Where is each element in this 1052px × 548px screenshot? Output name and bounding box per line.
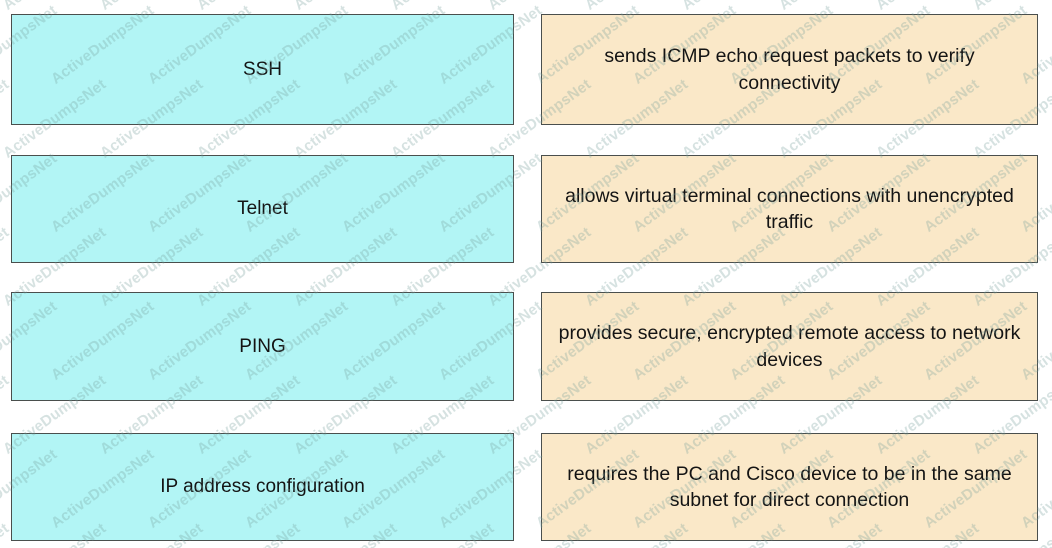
term-card-4[interactable]: IP address configuration [11,433,514,541]
term-card-3[interactable]: PING [11,292,514,401]
description-card-4[interactable]: requires the PC and Cisco device to be i… [541,433,1038,541]
description-label-2: allows virtual terminal connections with… [565,184,1014,233]
description-card-2[interactable]: allows virtual terminal connections with… [541,155,1038,263]
term-label-4: IP address configuration [160,476,365,498]
term-label-3: PING [239,335,286,357]
description-card-1[interactable]: sends ICMP echo request packets to verif… [541,14,1038,125]
description-label-3: provides secure, encrypted remote access… [558,322,1021,371]
term-label-1: SSH [242,58,283,80]
description-label-1: sends ICMP echo request packets to verif… [604,45,975,94]
description-label-4: requires the PC and Cisco device to be i… [567,462,1012,511]
term-card-2[interactable]: Telnet [11,155,514,263]
term-label-2: Telnet [237,198,288,220]
description-card-3[interactable]: provides secure, encrypted remote access… [541,292,1038,401]
term-card-1[interactable]: SSH [11,14,514,125]
